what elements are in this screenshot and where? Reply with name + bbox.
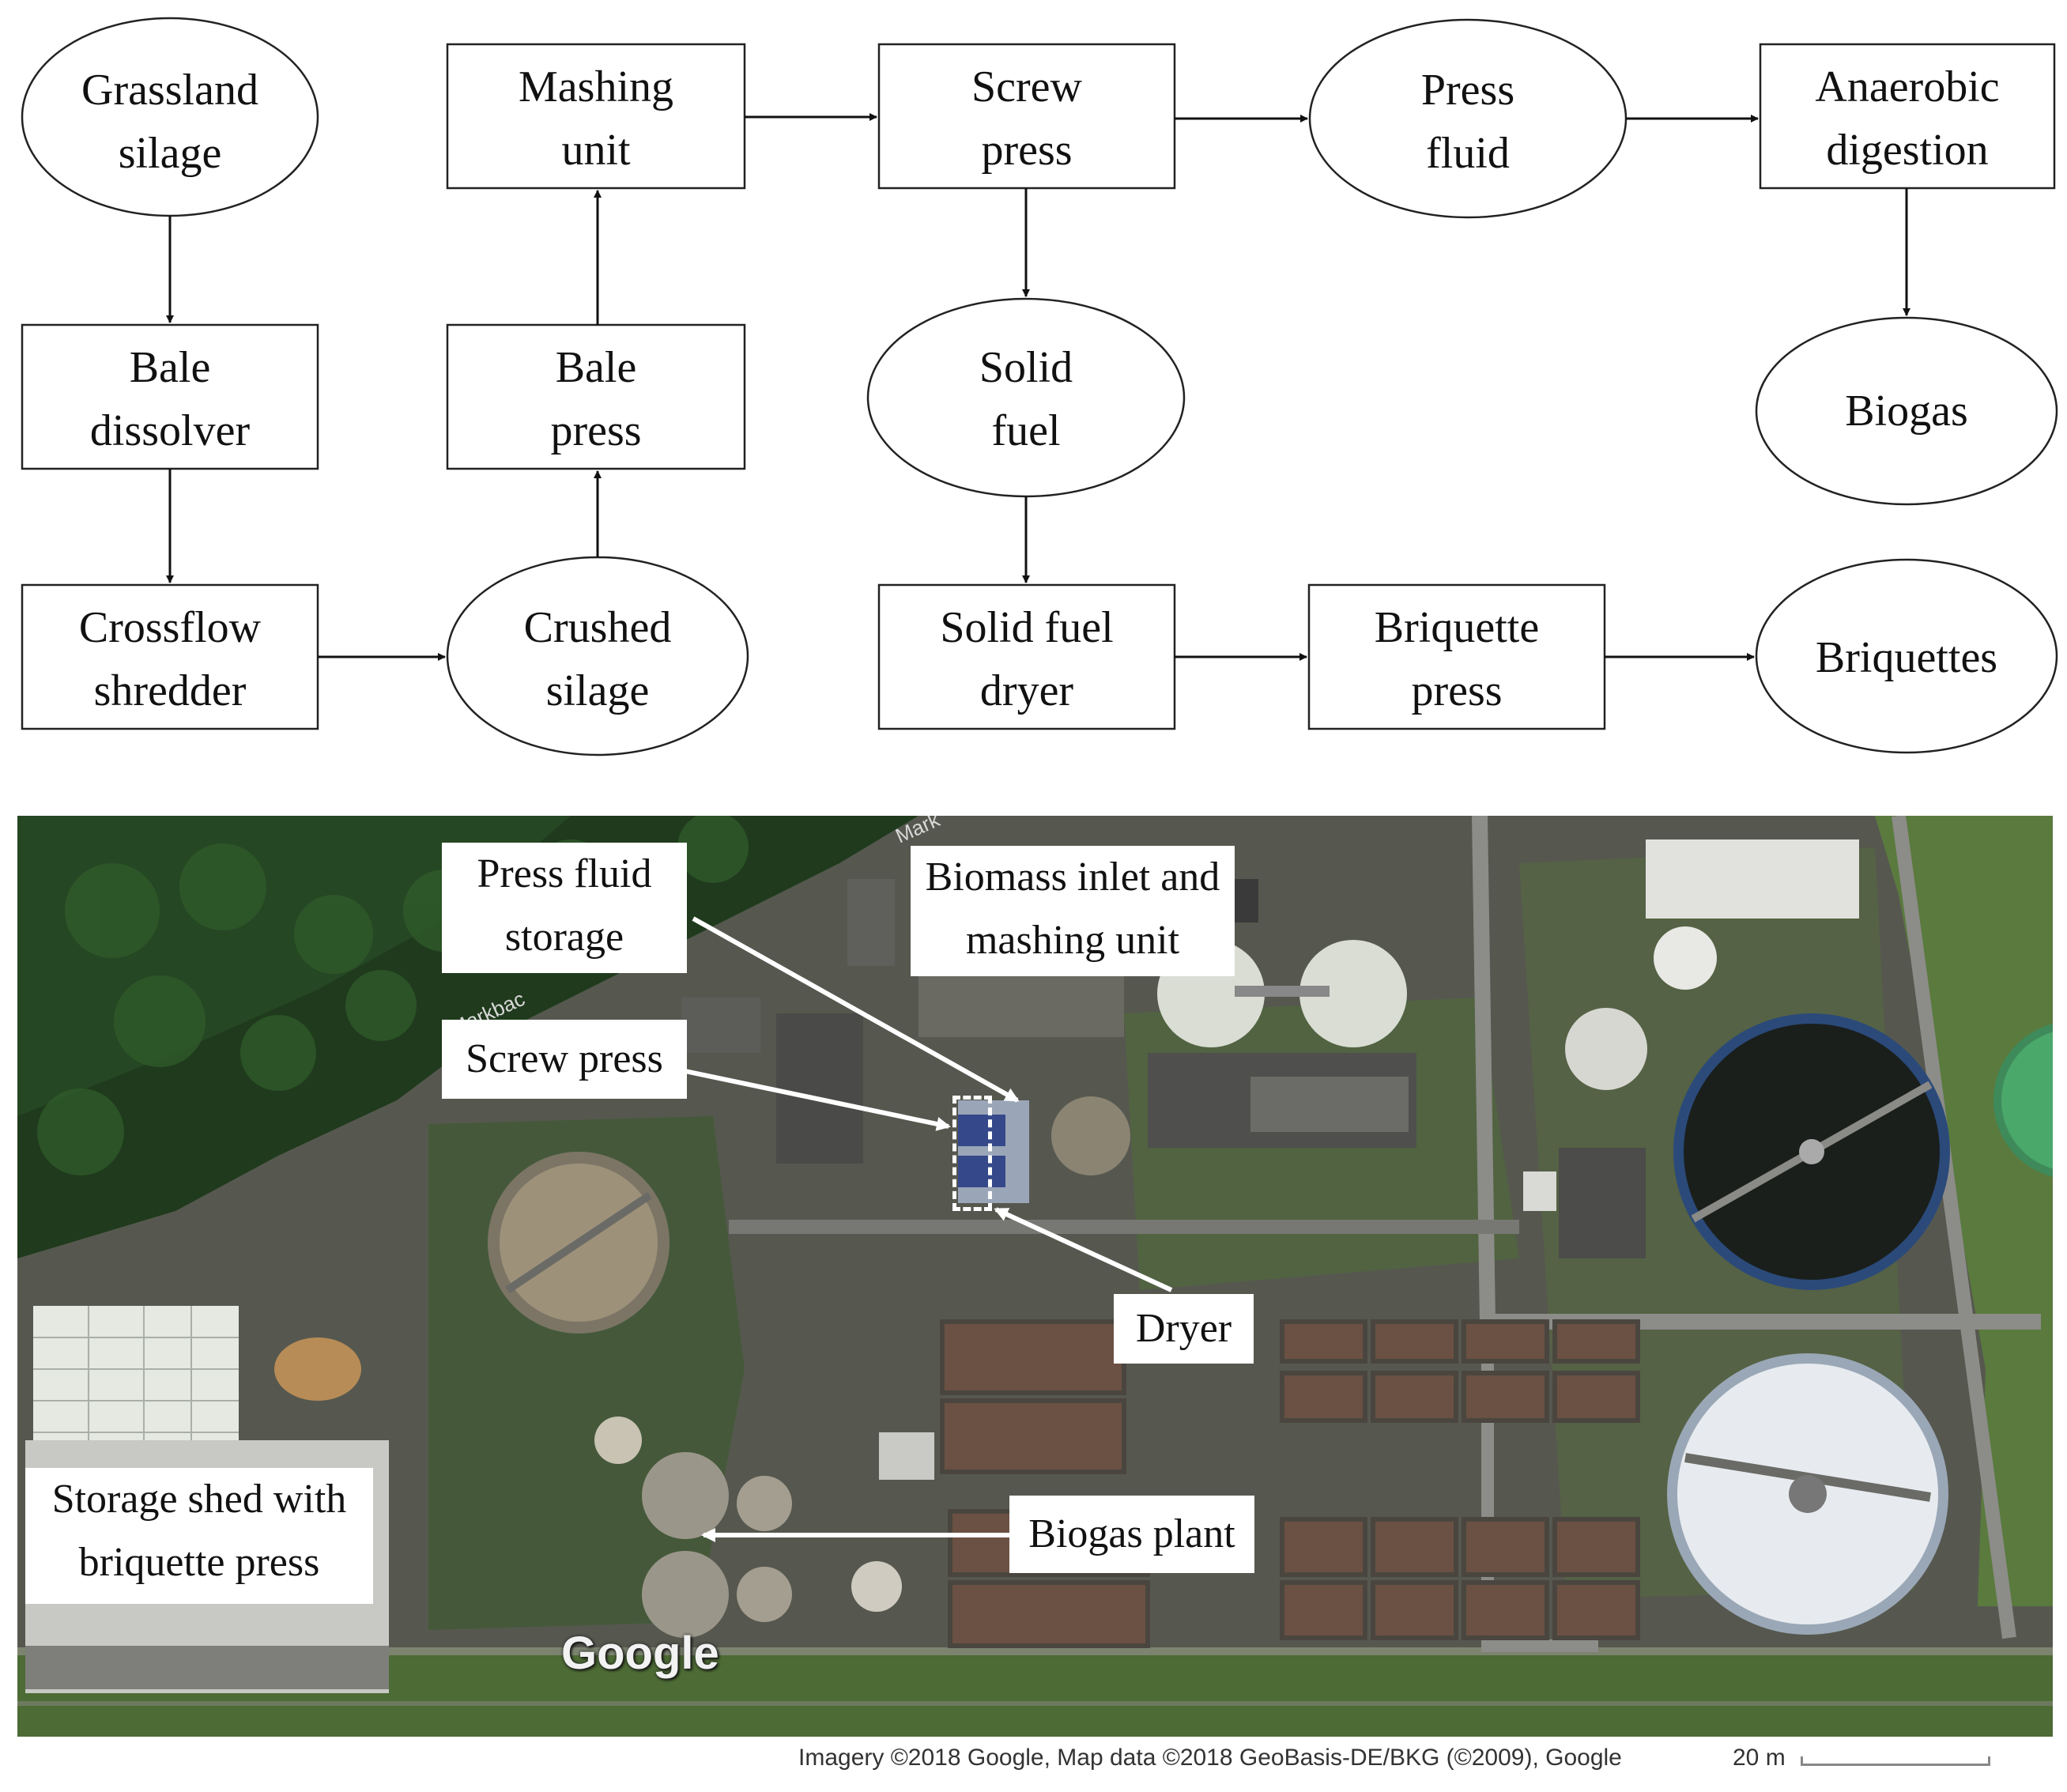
crossflow-shredder-node [21,583,319,730]
bale-dissolver-node [21,323,319,470]
scale-label: 20 m [1733,1745,1786,1771]
press-fluid-node [1308,18,1628,219]
label-screw-press: Screw press [442,1020,687,1099]
highlight-box [952,1096,992,1211]
anaerobic-digestion-node [1759,43,2056,190]
annotation-arrows [681,916,1173,1542]
imagery-credit: Imagery ©2018 Google, Map data ©2018 Geo… [798,1745,1622,1771]
screw-press-node [877,43,1176,190]
briquette-press-node [1307,583,1606,730]
google-logo: Google [561,1628,719,1679]
scale-bar [1801,1756,1990,1766]
solid-fuel-dryer-node [877,583,1176,730]
mashing-unit-node [446,43,746,190]
grassland-silage-node [21,17,319,217]
solid-fuel-node [866,297,1186,498]
arrow-screw-press [681,1068,951,1131]
arrow-dryer [994,1207,1173,1292]
briquettes-label: Briquettes [1816,633,1997,682]
arrow-press-fluid-storage [692,916,1020,1103]
label-dryer: Dryer [1114,1294,1254,1364]
bale-press-node [446,323,746,470]
label-biogas-plant: Biogas plant [1009,1496,1254,1573]
briquettes-node [1755,558,2058,754]
crushed-silage-node [446,556,749,756]
biogas-label: Biogas [1845,387,1968,436]
biogas-node [1755,316,2058,506]
